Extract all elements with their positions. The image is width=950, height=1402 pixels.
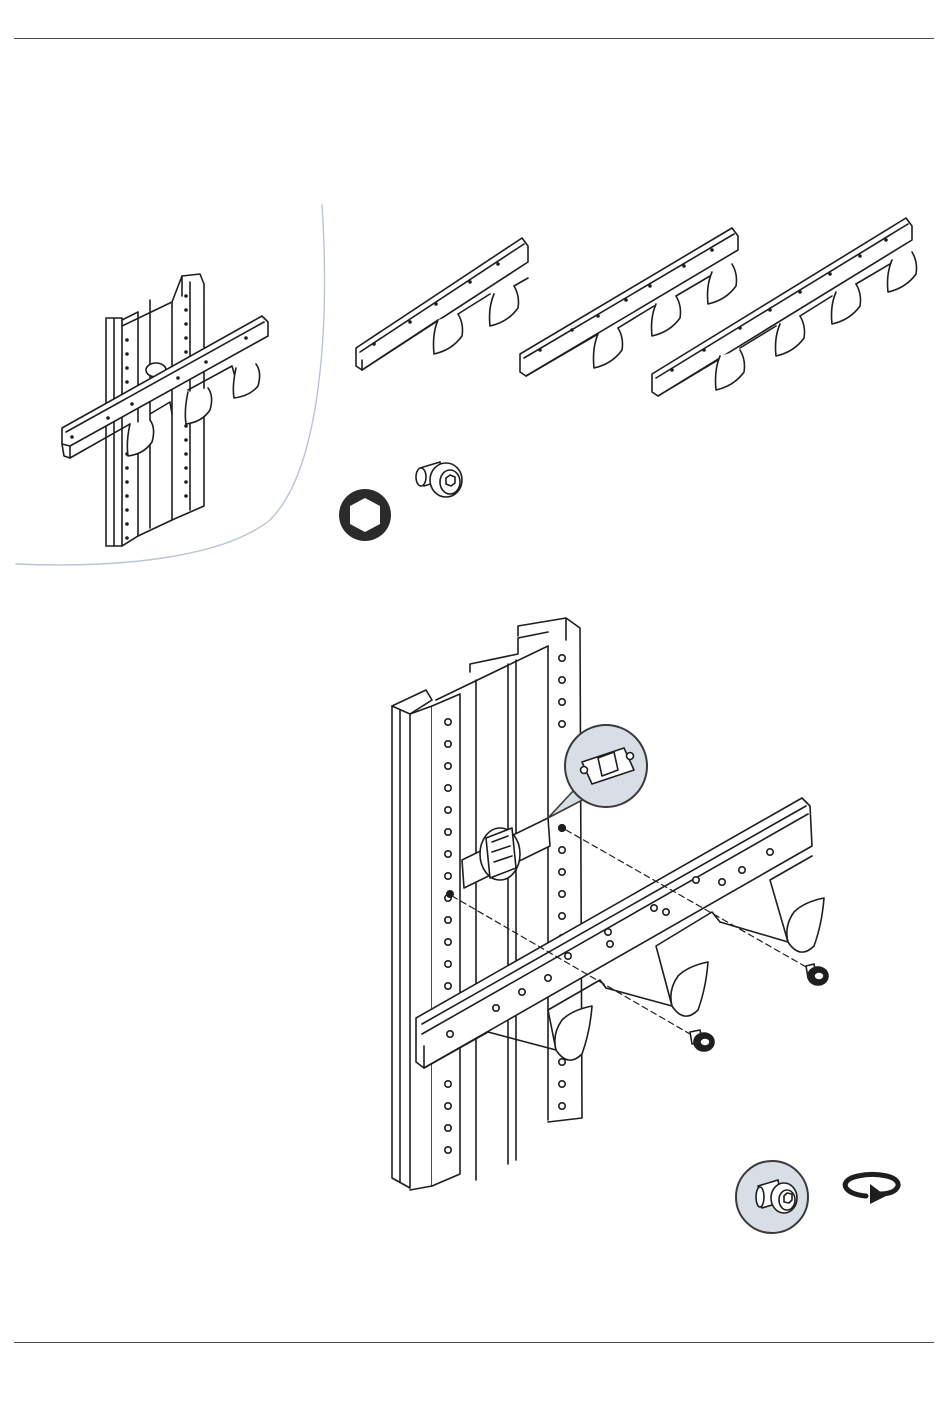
inset-rail-holes bbox=[125, 294, 188, 540]
screw-detail-badge bbox=[736, 1161, 808, 1233]
main-assembly bbox=[392, 618, 828, 1190]
screw-icon bbox=[690, 1030, 714, 1051]
hook-bar-four-hooks bbox=[652, 218, 917, 396]
screw-icon bbox=[806, 964, 828, 985]
inset-hook-bar bbox=[62, 316, 268, 458]
mounted-hook-bar bbox=[416, 798, 824, 1068]
inset-overview bbox=[16, 205, 324, 565]
rotate-clockwise-icon bbox=[845, 1174, 898, 1204]
hex-key-icon bbox=[339, 489, 391, 541]
vertical-rail bbox=[392, 618, 582, 1190]
parts-hook-bars bbox=[356, 218, 917, 396]
screw-icon bbox=[416, 462, 462, 497]
hook-bar-two-hooks bbox=[356, 238, 528, 370]
